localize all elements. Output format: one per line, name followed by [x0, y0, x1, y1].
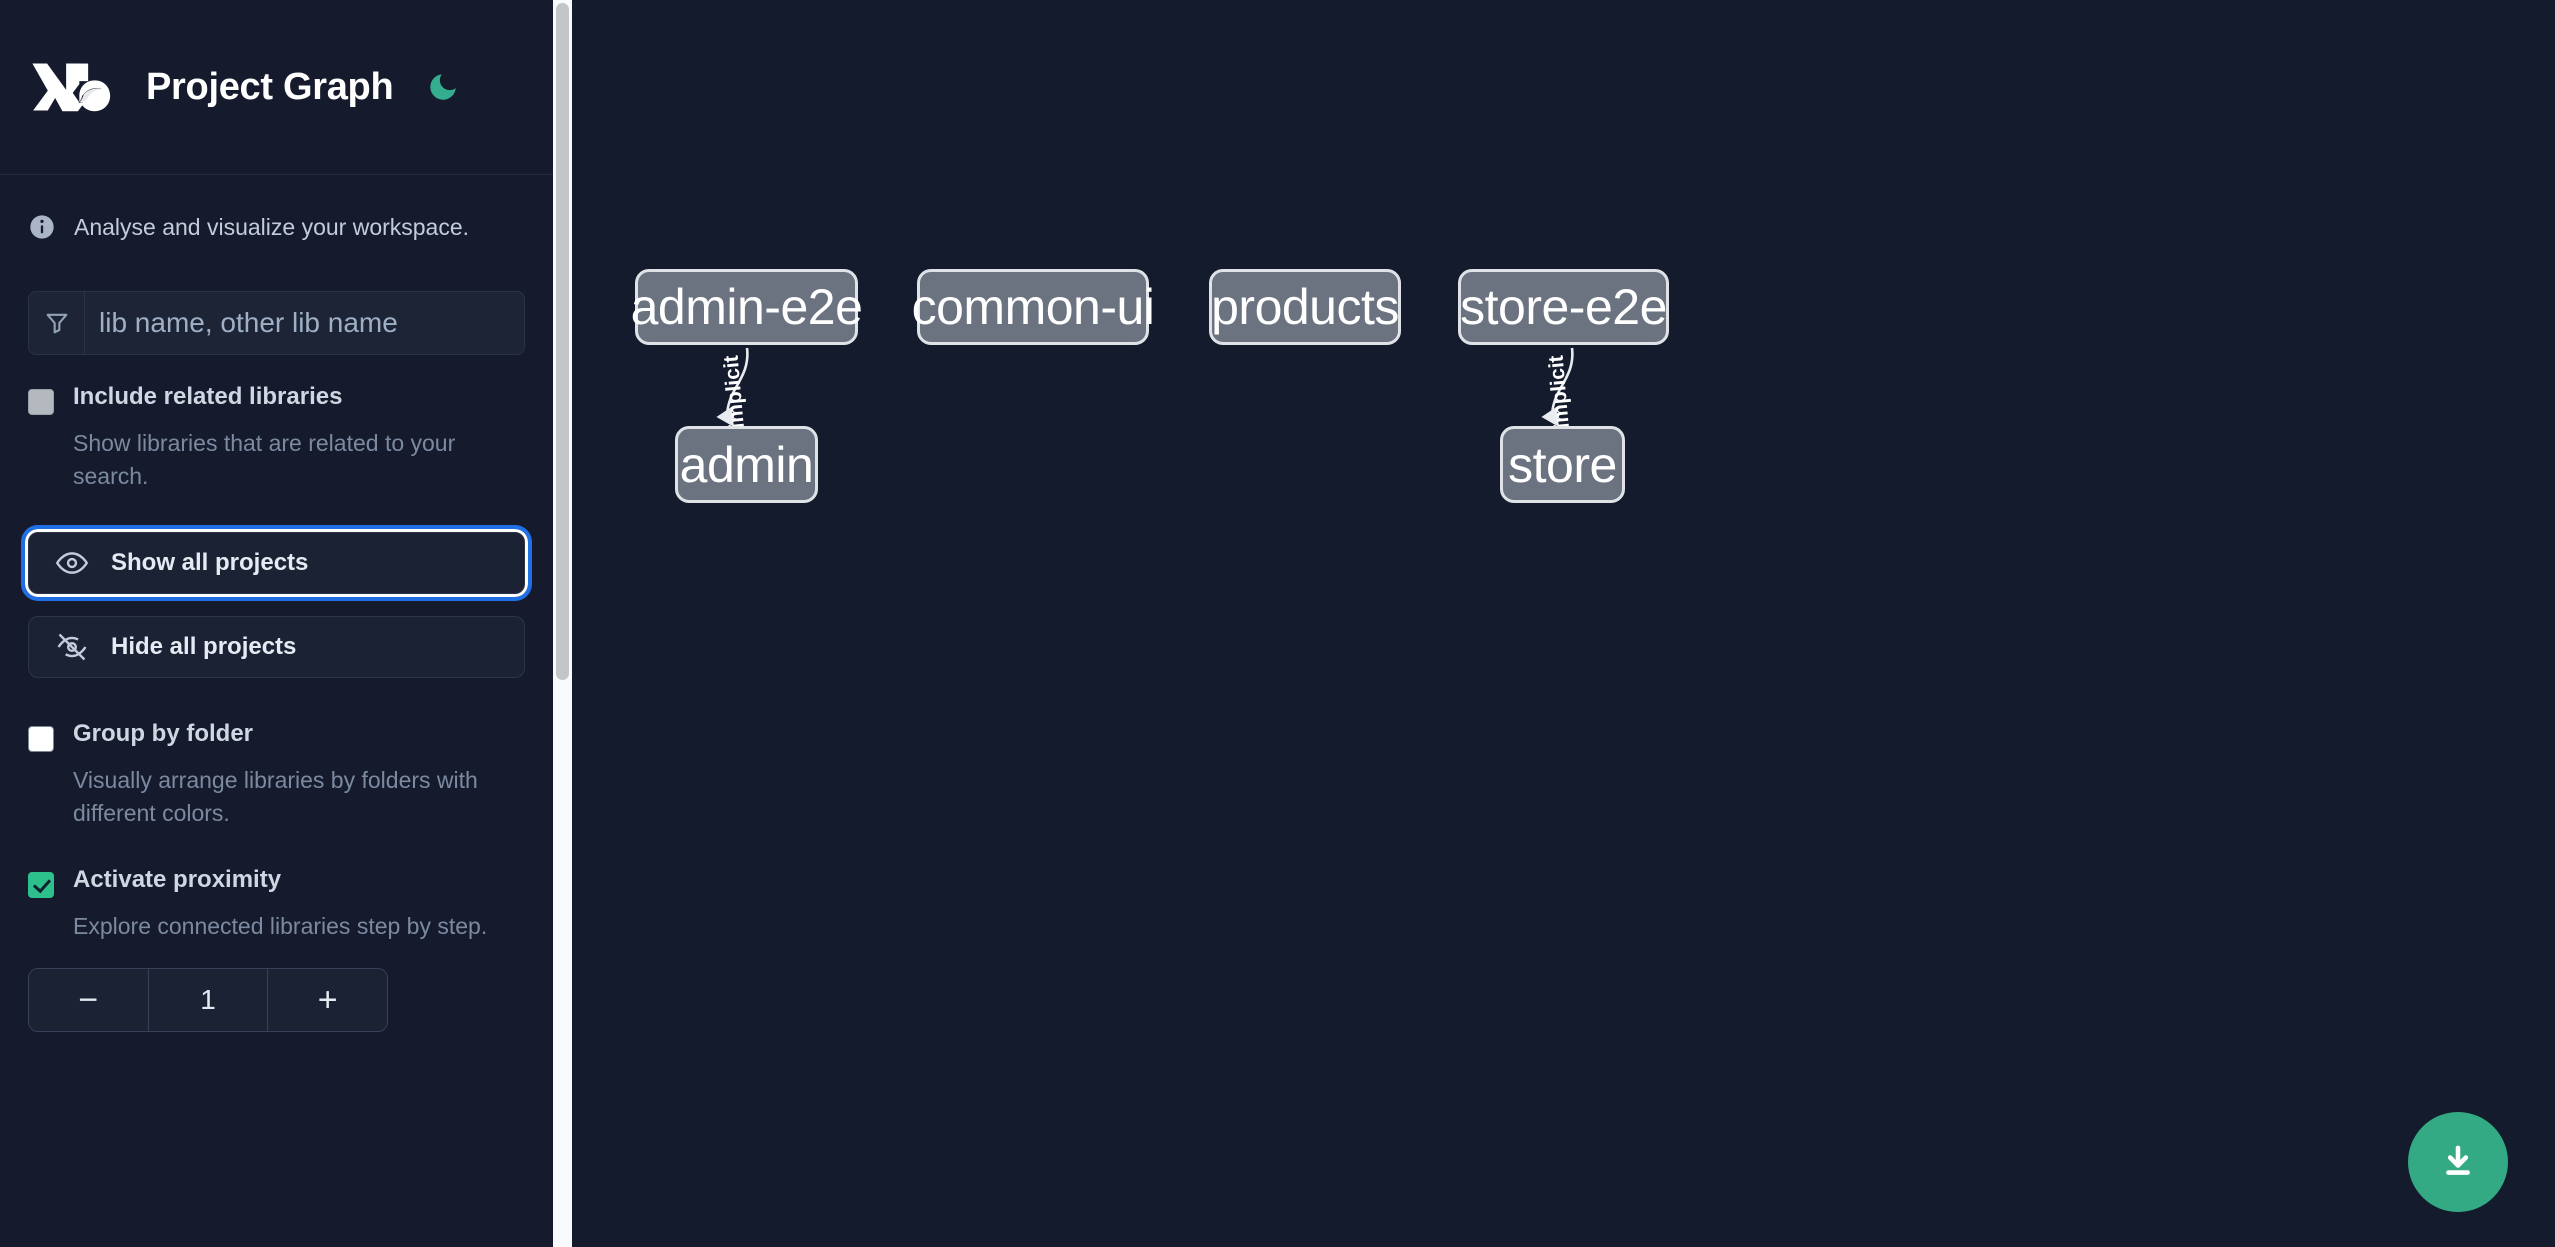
- proximity-stepper[interactable]: − 1 +: [28, 968, 388, 1033]
- sidebar-header: Project Graph: [0, 0, 553, 175]
- graph-edges: [716, 347, 1574, 428]
- group-by-folder-checkbox[interactable]: [28, 726, 54, 753]
- eye-off-icon: [55, 630, 89, 664]
- option-group-by-folder[interactable]: Group by folder Visually arrange librari…: [0, 678, 553, 829]
- graph-node-products[interactable]: products: [1209, 269, 1401, 345]
- include-related-libraries-checkbox[interactable]: [28, 389, 54, 415]
- graph-node-admin[interactable]: admin: [675, 426, 818, 503]
- activate-proximity-description: Explore connected libraries step by step…: [73, 912, 488, 939]
- graph-canvas[interactable]: implicit implicit admin-e2e common-ui pr…: [572, 0, 2555, 1247]
- sidebar-scrollbar-thumb[interactable]: [556, 3, 569, 680]
- filter-field[interactable]: [28, 291, 525, 355]
- activate-proximity-label: Activate proximity: [73, 865, 282, 893]
- graph-node-admin-e2e[interactable]: admin-e2e: [631, 269, 863, 345]
- hide-all-projects-label: Hide all projects: [111, 633, 297, 661]
- show-all-projects-label: Show all projects: [111, 549, 309, 577]
- download-icon: [2437, 1140, 2479, 1185]
- activate-proximity-checkbox[interactable]: [28, 871, 54, 898]
- sidebar: Project Graph Analyse and visualize your…: [0, 0, 553, 1247]
- hide-all-projects-button[interactable]: Hide all projects: [28, 616, 525, 679]
- tagline-text: Analyse and visualize your workspace.: [74, 213, 470, 240]
- search-input[interactable]: [85, 292, 524, 354]
- group-by-folder-description: Visually arrange libraries by folders wi…: [73, 767, 478, 826]
- moon-icon[interactable]: [421, 65, 465, 109]
- edge-admin-e2e-admin: [716, 347, 749, 428]
- nx-logo-icon: [28, 56, 116, 118]
- proximity-value: 1: [147, 969, 269, 1032]
- tagline: Analyse and visualize your workspace.: [0, 175, 553, 241]
- graph-node-common-ui[interactable]: common-ui: [912, 269, 1155, 345]
- download-graph-button[interactable]: [2408, 1112, 2508, 1212]
- funnel-icon: [29, 292, 85, 354]
- graph-node-store[interactable]: store: [1500, 426, 1625, 503]
- info-icon: [28, 213, 56, 241]
- edge-store-e2e-store: [1541, 347, 1574, 428]
- graph-node-store-e2e[interactable]: store-e2e: [1458, 269, 1669, 345]
- include-related-libraries-label: Include related libraries: [73, 383, 343, 410]
- sidebar-scrollbar-track[interactable]: [553, 0, 572, 1247]
- group-by-folder-label: Group by folder: [73, 720, 253, 748]
- proximity-decrement-button[interactable]: −: [29, 969, 148, 1032]
- proximity-increment-button[interactable]: +: [268, 969, 387, 1032]
- option-activate-proximity[interactable]: Activate proximity Explore connected lib…: [0, 830, 553, 943]
- option-include-related-libraries[interactable]: Include related libraries Show libraries…: [0, 355, 553, 492]
- eye-icon: [55, 546, 89, 580]
- page-title: Project Graph: [146, 65, 394, 108]
- include-related-libraries-description: Show libraries that are related to your …: [73, 430, 456, 489]
- show-all-projects-button[interactable]: Show all projects: [21, 525, 532, 602]
